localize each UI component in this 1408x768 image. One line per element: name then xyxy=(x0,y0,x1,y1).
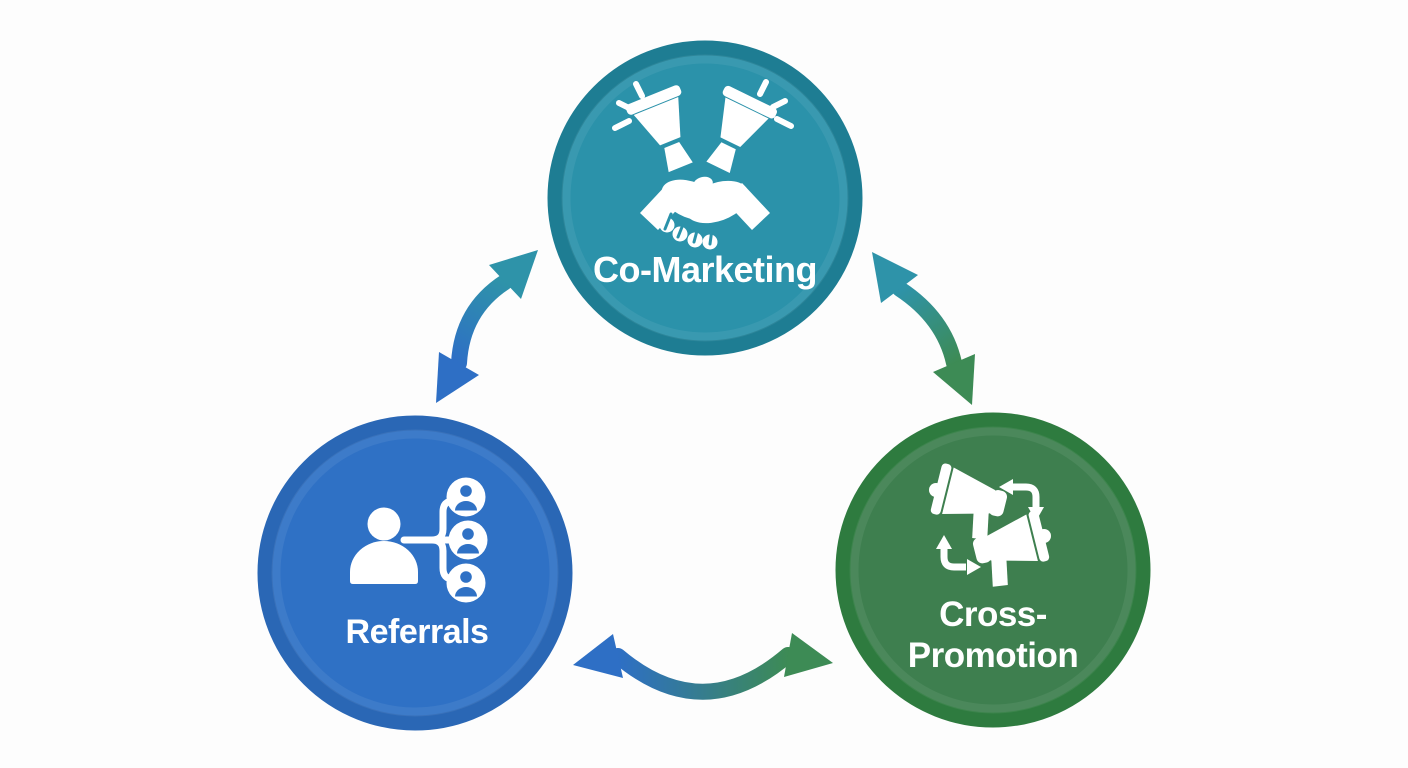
exchange-megaphone-bottom-right xyxy=(972,510,1050,587)
node-referrals: Referrals xyxy=(257,415,573,731)
connector-shaft xyxy=(451,274,513,371)
person-body xyxy=(350,541,418,584)
arrowhead-left xyxy=(573,634,623,678)
referred-user-glyphs xyxy=(455,485,479,597)
megaphones-handshake-icon xyxy=(612,79,794,250)
arrowhead-up-right xyxy=(489,250,538,299)
person-head xyxy=(367,507,401,541)
connector-shaft xyxy=(610,647,796,700)
megaphones-exchange-icon xyxy=(929,463,1051,587)
megaphone-left xyxy=(625,85,693,173)
cross-promotion-label-line2: Promotion xyxy=(908,636,1078,675)
referred-user-circle xyxy=(446,563,486,603)
connector-referrals-cross-promotion xyxy=(573,633,833,700)
megaphone-knob xyxy=(929,483,943,497)
referred-user-circle xyxy=(448,520,488,560)
arrowhead-right xyxy=(784,633,833,677)
handshake xyxy=(640,176,770,250)
node-cross-promotion: Cross- Promotion xyxy=(835,412,1151,728)
exchange-arrow-top-right xyxy=(999,479,1044,521)
referred-user-circle xyxy=(446,477,486,517)
finger-gap-lines xyxy=(663,212,714,246)
megaphone-right xyxy=(706,85,777,174)
arrowhead-up-left xyxy=(872,252,918,303)
connector-co-marketing-cross-promotion xyxy=(872,252,975,405)
inner-highlight-ring xyxy=(849,426,1137,714)
node-co-marketing: Co-Marketing xyxy=(547,40,863,356)
cross-promotion-label-line1: Cross- xyxy=(939,595,1047,634)
connector-shaft xyxy=(892,281,962,371)
arrowhead-down-left xyxy=(436,352,479,403)
co-marketing-label: Co-Marketing xyxy=(593,249,817,290)
person-referral-network-icon xyxy=(350,477,488,603)
inner-highlight-ring xyxy=(561,54,849,342)
arrowhead-down-right xyxy=(933,354,975,405)
exchange-arrow-bottom-left xyxy=(936,535,981,575)
connector-co-marketing-referrals xyxy=(436,250,538,403)
inner-highlight-ring xyxy=(271,429,559,717)
megaphone-knob xyxy=(1037,529,1051,543)
referrals-label: Referrals xyxy=(346,613,489,651)
sound-burst-lines xyxy=(612,79,794,131)
